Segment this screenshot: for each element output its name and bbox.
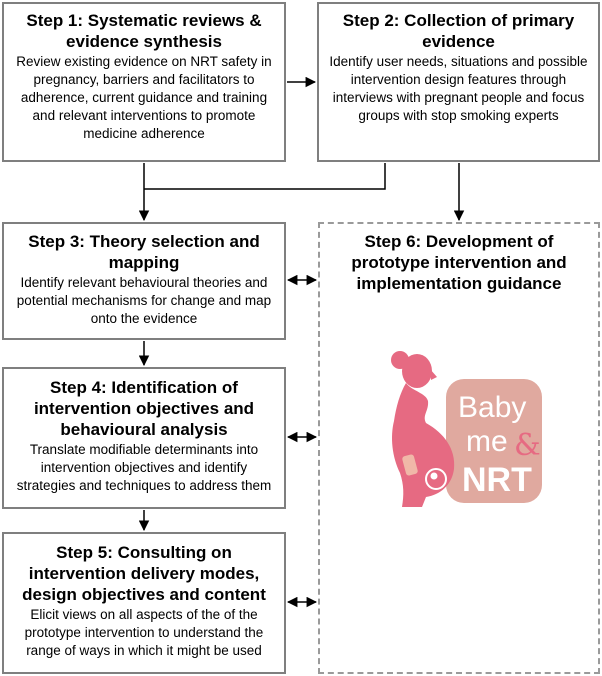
- step-3-box: Step 3: Theory selection and mapping Ide…: [2, 222, 286, 340]
- connector-step2-to-merge: [144, 163, 386, 190]
- logo-text-line2: me: [466, 425, 508, 458]
- step-5-description: Elicit views on all aspects of the of th…: [24, 607, 264, 658]
- step-1-title: Step 1: Systematic reviews & evidence sy…: [26, 11, 262, 51]
- step-5-box: Step 5: Consulting on intervention deliv…: [2, 532, 286, 674]
- step-2-title: Step 2: Collection of primary evidence: [342, 11, 575, 51]
- step-2-box: Step 2: Collection of primary evidence I…: [317, 2, 600, 162]
- step-5-title: Step 5: Consulting on intervention deliv…: [22, 543, 266, 604]
- step-4-title: Step 4: Identification of intervention o…: [33, 378, 255, 439]
- pregnant-silhouette-icon: [391, 351, 455, 507]
- baby-me-nrt-logo: Baby me & NRT: [382, 345, 547, 515]
- step-2-description: Identify user needs, situations and poss…: [329, 54, 588, 123]
- step-6-title: Step 6: Development of prototype interve…: [351, 232, 567, 293]
- logo-text-nrt: NRT: [462, 461, 532, 499]
- step-1-box: Step 1: Systematic reviews & evidence sy…: [2, 2, 286, 162]
- logo-ampersand: &: [514, 428, 541, 463]
- step-3-description: Identify relevant behavioural theories a…: [16, 275, 272, 326]
- step-3-title: Step 3: Theory selection and mapping: [28, 232, 260, 272]
- logo-card: [446, 379, 542, 503]
- step-4-box: Step 4: Identification of intervention o…: [2, 367, 286, 509]
- step-4-description: Translate modifiable determinants into i…: [16, 442, 272, 493]
- logo-text-line1: Baby: [458, 391, 526, 424]
- step-1-description: Review existing evidence on NRT safety i…: [16, 54, 272, 141]
